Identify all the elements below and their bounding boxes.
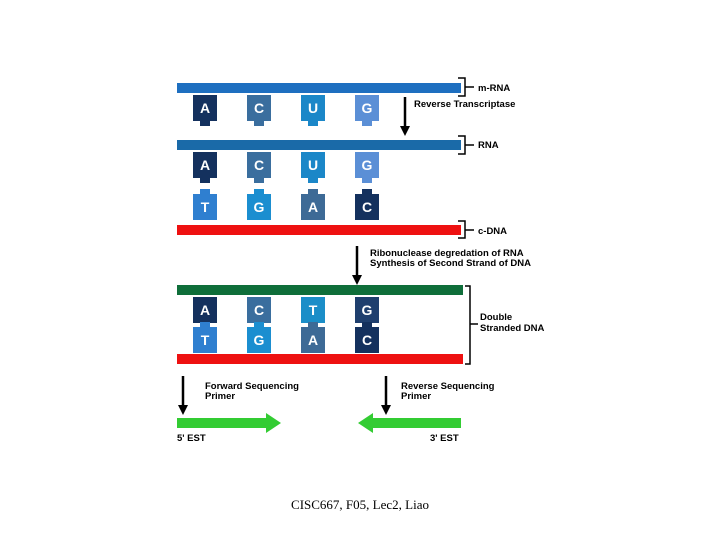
base-letter: T [309,302,318,318]
base-letter: A [308,332,318,348]
base-letter: C [254,100,264,116]
slide-footer: CISC667, F05, Lec2, Liao [291,497,429,512]
base-block-g [247,322,271,353]
base-block-c [355,322,379,353]
base-block-a [193,152,217,183]
base-block-g [355,297,379,328]
base-block-c [247,297,271,328]
reverse-primer-label-line2: Primer [401,391,431,402]
base-letter: G [254,332,265,348]
base-letter: C [254,302,264,318]
rna-strand [177,140,461,150]
base-letter: U [308,100,318,116]
base-block-a [193,297,217,328]
base-block-c [247,152,271,183]
base-block-g [247,189,271,220]
base-block-t [193,322,217,353]
base-block-c [355,189,379,220]
base-block-a [301,189,325,220]
reverse-transcriptase-label: Reverse Transcriptase [414,99,515,110]
base-letter: C [362,199,372,215]
base-letter: G [362,302,373,318]
base-block-g [355,95,379,126]
forward-primer-label-line1: Forward Sequencing [205,381,299,392]
cdna-strand [177,225,461,235]
est3-arrow [358,413,461,433]
reverse-primer-label-line1: Reverse Sequencing [401,381,495,392]
base-letter: C [362,332,372,348]
rnase-label-line2: Synthesis of Second Strand of DNA [370,258,531,269]
base-letter: A [200,302,210,318]
base-block-t [301,297,325,328]
base-block-u [301,95,325,126]
mrna-bracket [458,77,474,97]
mrna-label: m-RNA [478,83,510,94]
base-block-a [301,322,325,353]
base-block-a [193,95,217,126]
base-letter: A [200,157,210,173]
mrna-strand [177,83,461,93]
base-block-t [193,189,217,220]
base-letter: G [362,100,373,116]
base-letter: U [308,157,318,173]
base-block-c [247,95,271,126]
base-letter: G [254,199,265,215]
base-letter: G [362,157,373,173]
rna-label: RNA [478,140,499,151]
est3-label: 3' EST [430,433,459,444]
rnase-label-line1: Ribonuclease degredation of RNA [370,248,524,259]
forward-primer-label-line2: Primer [205,391,235,402]
base-letter: T [201,332,210,348]
est5-arrow [177,413,281,433]
double-stranded-bracket [465,285,478,365]
rna-bracket [458,135,474,155]
base-letter: A [200,100,210,116]
base-block-u [301,152,325,183]
cdna-label: c-DNA [478,226,507,237]
cdna-bracket [458,220,474,239]
base-block-g [355,152,379,183]
second-strand [177,285,463,295]
cdna-strand-bottom [177,354,463,364]
base-letter: A [308,199,318,215]
base-letter: C [254,157,264,173]
double-stranded-label-line1: Double [480,312,512,323]
base-letter: T [201,199,210,215]
est5-label: 5' EST [177,433,206,444]
double-stranded-label-line2: Stranded DNA [480,323,545,334]
